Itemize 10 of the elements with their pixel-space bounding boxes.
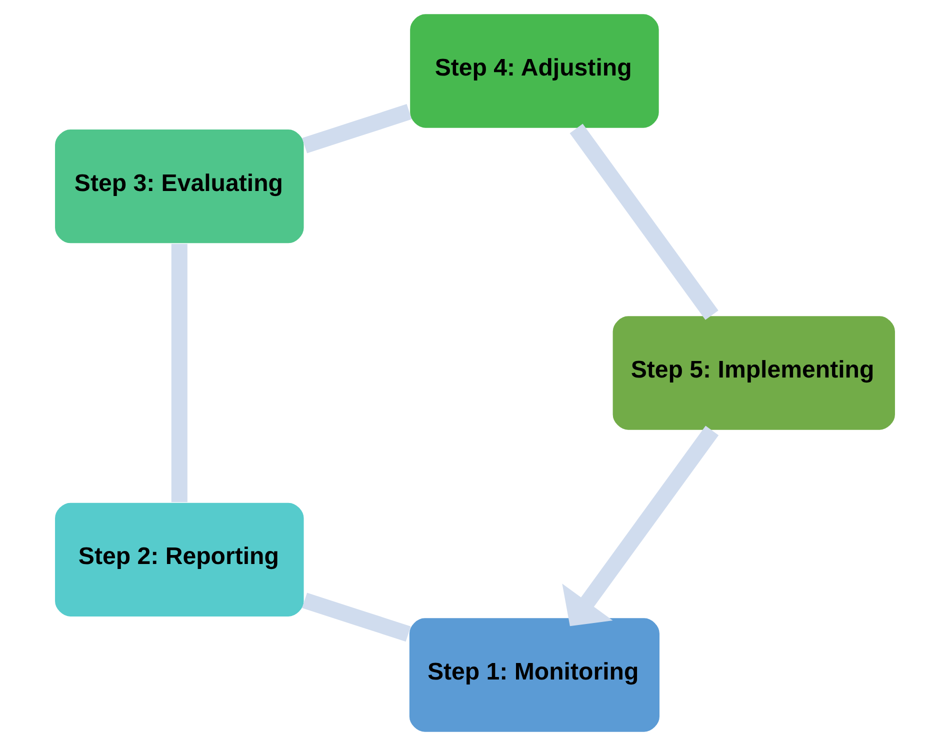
node-box: Step 4: Adjusting xyxy=(408,12,660,130)
connector xyxy=(570,124,718,320)
node-box: Step 3: Evaluating xyxy=(54,128,306,245)
connector xyxy=(171,244,188,502)
arrow xyxy=(562,426,719,626)
connector xyxy=(302,592,411,642)
node-box: Step 1: Monitoring xyxy=(408,616,661,734)
connector xyxy=(302,104,412,154)
node-box: Step 2: Reporting xyxy=(54,501,306,618)
node-box: Step 5: Implementing xyxy=(611,314,896,432)
